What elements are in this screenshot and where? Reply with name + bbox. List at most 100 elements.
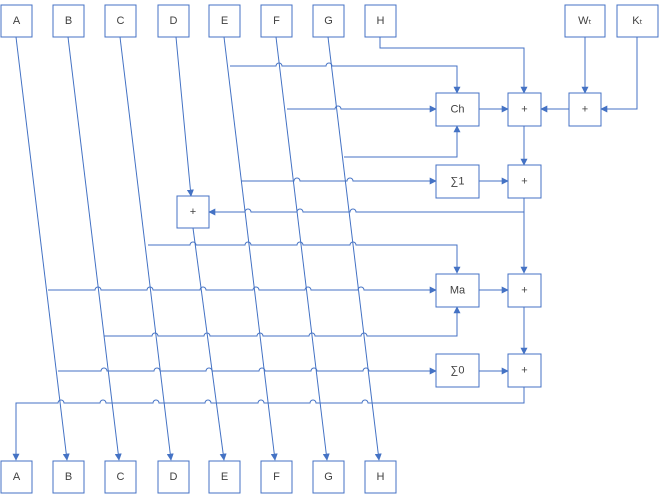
wire-e-to-ch bbox=[230, 62, 461, 94]
box-frame bbox=[364, 460, 397, 494]
box-frame bbox=[157, 4, 190, 38]
ch-box: Ch bbox=[435, 92, 480, 127]
wire-g-to-ch bbox=[344, 125, 461, 158]
wire-g-to-new-h bbox=[327, 36, 382, 461]
box-label: E bbox=[221, 471, 228, 483]
wires bbox=[12, 36, 638, 461]
box-label: + bbox=[521, 104, 527, 116]
box-frame bbox=[507, 353, 542, 388]
output-g: G bbox=[312, 460, 345, 494]
sigma0-box: ∑0 bbox=[435, 353, 480, 388]
box-label: D bbox=[170, 471, 178, 483]
box-frame bbox=[568, 92, 602, 127]
box-frame bbox=[435, 353, 480, 388]
input-c: C bbox=[104, 4, 137, 38]
box-frame bbox=[312, 4, 345, 38]
input-g: G bbox=[312, 4, 345, 38]
input-f: F bbox=[260, 4, 293, 38]
box-label: C bbox=[117, 471, 125, 483]
output-b: B bbox=[52, 460, 85, 494]
adder-ch: + bbox=[507, 92, 542, 127]
wire-f-to-ch bbox=[287, 105, 437, 113]
wire-a-to-maj bbox=[48, 286, 437, 294]
wire-e-to-new-f bbox=[223, 36, 278, 461]
adder-wk: + bbox=[568, 92, 602, 127]
input-registers: A B C D E F G H Wₜ Kₜ bbox=[0, 4, 659, 38]
wire-b-to-new-c bbox=[67, 36, 122, 461]
input-d: D bbox=[157, 4, 190, 38]
box-label: G bbox=[324, 471, 333, 483]
output-h: H bbox=[364, 460, 397, 494]
output-registers: A B C D E F G H bbox=[0, 460, 397, 494]
box-label: B bbox=[65, 471, 72, 483]
box-frame bbox=[0, 4, 33, 38]
adder-d: + bbox=[176, 195, 210, 229]
wire-f-to-new-g bbox=[275, 36, 330, 461]
box-frame bbox=[260, 4, 293, 38]
box-label: H bbox=[377, 15, 385, 27]
box-frame bbox=[435, 92, 480, 127]
box-label: E bbox=[221, 15, 228, 27]
output-d: D bbox=[157, 460, 190, 494]
box-label: Kₜ bbox=[632, 15, 643, 27]
output-c: C bbox=[104, 460, 137, 494]
box-label: + bbox=[521, 285, 527, 297]
wire-k-to-adder bbox=[600, 37, 638, 113]
adders: + + + + + + bbox=[176, 92, 602, 388]
box-frame bbox=[435, 273, 480, 308]
input-k: Kₜ bbox=[616, 4, 659, 38]
box-label: + bbox=[521, 176, 527, 188]
wire-a-to-sigma0 bbox=[58, 367, 437, 375]
box-frame bbox=[208, 460, 241, 494]
box-frame bbox=[364, 4, 397, 38]
output-a: A bbox=[0, 460, 33, 494]
wire-c-to-new-d bbox=[119, 36, 174, 461]
output-e: E bbox=[208, 460, 241, 494]
input-e: E bbox=[208, 4, 241, 38]
input-a: A bbox=[0, 4, 33, 38]
box-label: B bbox=[65, 15, 72, 27]
box-frame bbox=[260, 460, 293, 494]
operations: Ch ∑1 Ma ∑0 bbox=[435, 92, 480, 388]
box-label: C bbox=[117, 15, 125, 27]
box-frame bbox=[507, 273, 542, 308]
box-frame bbox=[507, 92, 542, 127]
box-label: ∑0 bbox=[451, 365, 465, 377]
box-label: Wₜ bbox=[578, 15, 592, 27]
box-label: F bbox=[273, 471, 280, 483]
box-frame bbox=[52, 4, 85, 38]
box-frame bbox=[208, 4, 241, 38]
box-frame bbox=[157, 460, 190, 494]
wire-b-to-maj bbox=[104, 306, 461, 337]
box-label: H bbox=[377, 471, 385, 483]
maj-box: Ma bbox=[435, 273, 480, 308]
input-h: H bbox=[364, 4, 397, 38]
box-label: A bbox=[13, 471, 21, 483]
output-f: F bbox=[260, 460, 293, 494]
box-label: + bbox=[190, 206, 196, 218]
wire-t1-to-d-adder bbox=[208, 208, 524, 216]
box-label: Ch bbox=[450, 104, 464, 116]
sigma1-box: ∑1 bbox=[435, 164, 480, 199]
box-frame bbox=[0, 460, 33, 494]
box-label: G bbox=[324, 15, 333, 27]
box-frame bbox=[52, 460, 85, 494]
box-label: Ma bbox=[450, 285, 466, 297]
box-label: ∑1 bbox=[451, 176, 465, 188]
box-frame bbox=[104, 460, 137, 494]
box-label: + bbox=[582, 104, 588, 116]
box-label: A bbox=[13, 15, 21, 27]
adder-sigma1: + bbox=[507, 164, 542, 199]
box-frame bbox=[176, 195, 210, 229]
wire-d-to-d-adder bbox=[175, 36, 194, 197]
box-frame bbox=[312, 460, 345, 494]
box-label: F bbox=[273, 15, 280, 27]
wire-d-adder-to-new-e bbox=[192, 227, 227, 461]
box-frame bbox=[507, 164, 542, 199]
box-frame bbox=[435, 164, 480, 199]
wire-e-to-sigma1 bbox=[241, 177, 437, 185]
wire-h-to-adder bbox=[379, 37, 528, 94]
input-w: Wₜ bbox=[564, 4, 606, 38]
input-b: B bbox=[52, 4, 85, 38]
